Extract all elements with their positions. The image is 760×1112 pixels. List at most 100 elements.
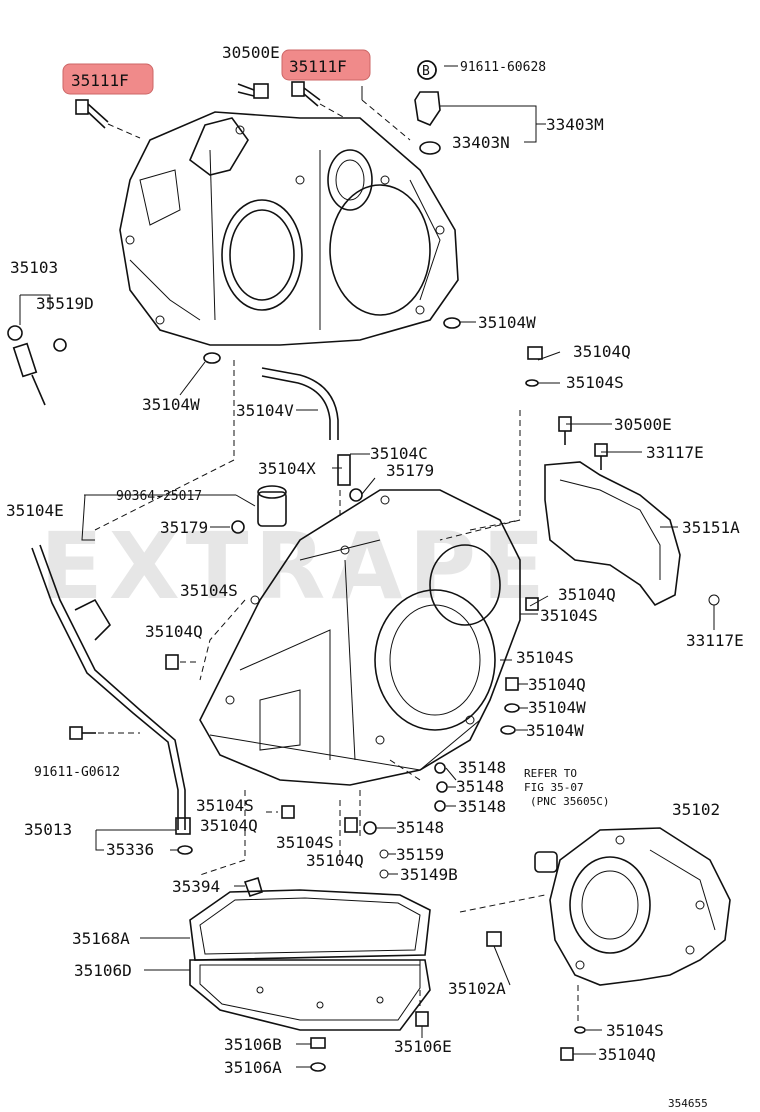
label-35104S-upper[interactable]: 35104S: [566, 373, 624, 392]
seal-35148-a: [434, 762, 446, 774]
fitting-35104C: [337, 454, 351, 486]
oil-pan-35106D: [189, 889, 431, 1031]
label-35519D[interactable]: 35519D: [36, 294, 94, 313]
bolt-35106E: [415, 1011, 429, 1027]
label-30500E-top[interactable]: 30500E: [222, 43, 280, 62]
label-35148-d[interactable]: 35148: [396, 818, 444, 837]
label-35102[interactable]: 35102: [672, 800, 720, 819]
label-35104Q-bc[interactable]: 35104Q: [306, 851, 364, 870]
refer-note-line-3: (PNC 35605C): [530, 795, 609, 808]
label-35104W-right3[interactable]: 35104W: [526, 721, 584, 740]
bolt-35111F-left: [75, 99, 109, 129]
clamp-35394: [243, 876, 263, 898]
watermark: EXTRAPE: [40, 513, 551, 620]
label-35104Q-right2[interactable]: 35104Q: [528, 675, 586, 694]
bolt-35104Q-upper: [525, 346, 543, 387]
label-90364-25017[interactable]: 90364-25017: [116, 489, 202, 504]
label-35104W-left[interactable]: 35104W: [142, 395, 200, 414]
label-35394[interactable]: 35394: [172, 877, 220, 896]
seal-35148-b: [436, 781, 448, 793]
label-35151A[interactable]: 35151A: [682, 518, 740, 537]
label-35104Q-mid-right[interactable]: 35104Q: [558, 585, 616, 604]
nut-35179-left: [231, 520, 245, 534]
refer-note-line-2: FIG 35-07: [524, 781, 584, 794]
label-35179-upper[interactable]: 35179: [386, 461, 434, 480]
label-35159[interactable]: 35159: [396, 845, 444, 864]
label-33117E-upper[interactable]: 33117E: [646, 443, 704, 462]
label-33403M[interactable]: 33403M: [546, 115, 604, 134]
o-ring-35104W-right: [443, 317, 461, 329]
label-35102A[interactable]: 35102A: [448, 979, 506, 998]
label-33403N[interactable]: 33403N: [452, 133, 510, 152]
bolt-35104Q-br: [560, 1047, 574, 1061]
plug-35159: [379, 849, 389, 859]
label-35104S-br[interactable]: 35104S: [606, 1021, 664, 1040]
label-35148-b[interactable]: 35148: [456, 777, 504, 796]
label-35148-a[interactable]: 35148: [458, 758, 506, 777]
label-35106D[interactable]: 35106D: [74, 961, 132, 980]
o-ring-35104S-br: [574, 1026, 586, 1034]
transaxle-housing-drawing: [119, 111, 459, 346]
o-ring-35104W-left: [203, 352, 221, 364]
label-91611-60628[interactable]: 91611-60628: [460, 60, 546, 75]
bolt-35102A: [486, 931, 502, 947]
b-marker-circle: [417, 60, 437, 80]
hose-35104V: [261, 367, 339, 440]
bolt-35104Q-bl: [281, 805, 295, 819]
drain-plug-35106B: [310, 1037, 326, 1049]
label-35103[interactable]: 35103: [10, 258, 58, 277]
nut-35179-upper: [349, 488, 363, 502]
label-35104S-bl[interactable]: 35104S: [196, 796, 254, 815]
label-35111F-top[interactable]: 35111F: [289, 57, 347, 76]
label-35104S-right2[interactable]: 35104S: [516, 648, 574, 667]
bolt-35104Q-mid-left: [165, 654, 179, 670]
label-35104Q-br[interactable]: 35104Q: [598, 1045, 656, 1064]
label-35104X[interactable]: 35104X: [258, 459, 316, 478]
label-33117E-lower[interactable]: 33117E: [686, 631, 744, 650]
refer-note-line-1: REFER TO: [524, 767, 577, 780]
seal-35148-d: [363, 821, 377, 835]
label-35104S-mid-left[interactable]: 35104S: [180, 581, 238, 600]
label-35104W-right2[interactable]: 35104W: [528, 698, 586, 717]
filter-90364-25017: [257, 485, 287, 527]
label-35106E[interactable]: 35106E: [394, 1037, 452, 1056]
highlight-box-35111F-top: [281, 49, 371, 81]
label-35168A[interactable]: 35168A: [72, 929, 130, 948]
bolt-35111F-top: [291, 81, 321, 107]
label-35336[interactable]: 35336: [106, 840, 154, 859]
label-35104S-mid-right[interactable]: 35104S: [540, 606, 598, 625]
b-marker-label: B: [422, 64, 430, 79]
bolt-35104Q-bc: [344, 817, 358, 833]
label-35106A[interactable]: 35106A: [224, 1058, 282, 1077]
gasket-35106A: [310, 1062, 326, 1072]
o-ring-35104W-right3: [500, 725, 516, 735]
label-35179-left[interactable]: 35179: [160, 518, 208, 537]
label-91611-G0612[interactable]: 91611-G0612: [34, 765, 120, 780]
label-35104Q-bl[interactable]: 35104Q: [200, 816, 258, 835]
label-35149B[interactable]: 35149B: [400, 865, 458, 884]
label-35013[interactable]: 35013: [24, 820, 72, 839]
clip-35149B: [379, 869, 389, 879]
label-35104C[interactable]: 35104C: [370, 444, 428, 463]
seal-35148-c: [434, 800, 446, 812]
label-35104S-bc[interactable]: 35104S: [276, 833, 334, 852]
label-35111F-left[interactable]: 35111F: [71, 71, 129, 90]
label-35104W-right[interactable]: 35104W: [478, 313, 536, 332]
extension-housing-35102: [534, 827, 731, 986]
o-ring-35104W-right2: [504, 703, 520, 713]
label-35104V[interactable]: 35104V: [236, 401, 294, 420]
label-35104Q-upper[interactable]: 35104Q: [573, 342, 631, 361]
bolt-33117E-upper: [594, 443, 608, 470]
highlight-box-35111F-left: [62, 63, 154, 95]
transaxle-case-drawing: [199, 489, 521, 786]
label-30500E-right[interactable]: 30500E: [614, 415, 672, 434]
label-35148-c[interactable]: 35148: [458, 797, 506, 816]
bolt-30500E-top: [237, 83, 269, 99]
bolt-91611-G0612: [69, 726, 96, 740]
label-35104Q-mid-left[interactable]: 35104Q: [145, 622, 203, 641]
dipstick-35013: [31, 544, 193, 855]
bolt-30500E-right: [558, 416, 572, 445]
label-35106B[interactable]: 35106B: [224, 1035, 282, 1054]
label-35104E[interactable]: 35104E: [6, 501, 64, 520]
